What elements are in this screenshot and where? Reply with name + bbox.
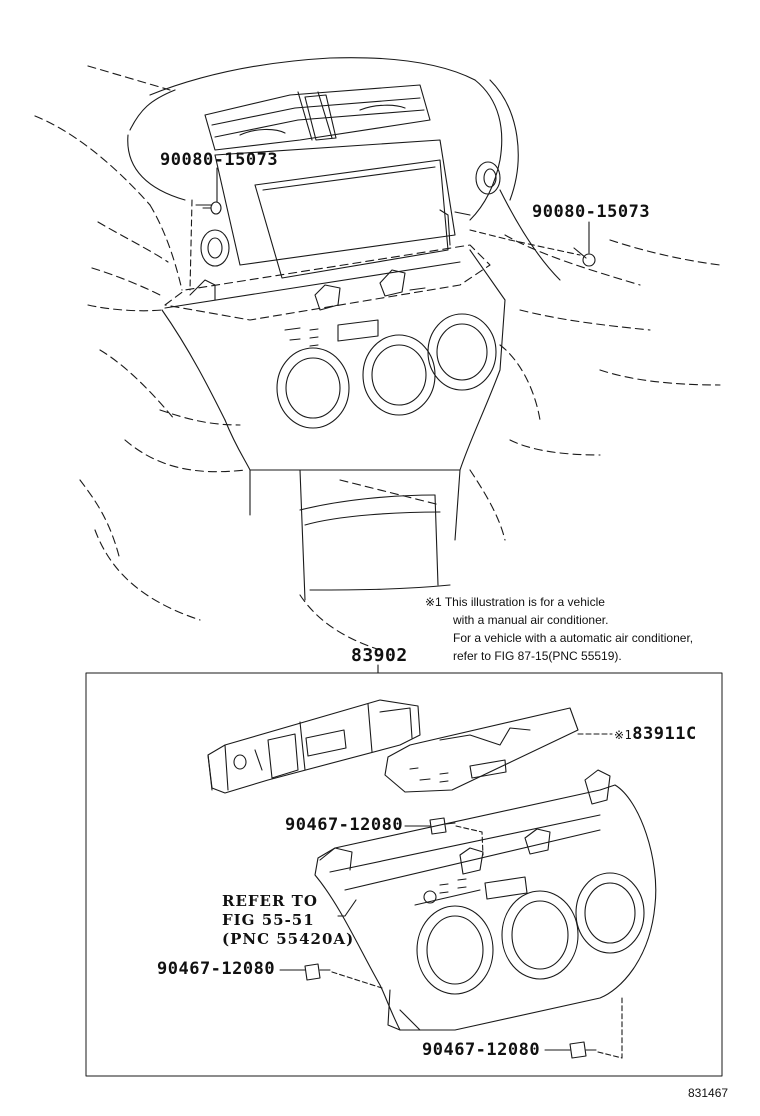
note-line-4: refer to FIG 87-15(PNC 55519). xyxy=(453,649,622,663)
panel-assembly-label: 83902 xyxy=(351,645,408,666)
face-plate-label: ※183911C xyxy=(614,724,697,744)
reference-line-2: FIG 55-51 xyxy=(222,911,315,929)
note-line-1: ※1 This illustration is for a vehicle xyxy=(425,595,605,609)
face-plate-part-number: 83911C xyxy=(632,724,697,744)
bolt-upper-right-label: 90080-15073 xyxy=(532,202,651,222)
face-plate-icon xyxy=(384,707,579,793)
plate-marker: ※1 xyxy=(614,728,633,742)
reference-line-1: REFER TO xyxy=(222,892,318,910)
clip-bottom-label: 90467-12080 xyxy=(422,1040,541,1060)
clip-left-icon xyxy=(304,963,331,981)
bolt-upper-left-icon xyxy=(195,201,222,215)
leader-reference xyxy=(337,899,357,917)
control-unit-icon xyxy=(207,699,421,794)
clip-left-label: 90467-12080 xyxy=(157,959,276,979)
note-line-3: For a vehicle with a automatic air condi… xyxy=(453,631,694,645)
dashboard-outline xyxy=(34,57,721,651)
reference-block: REFER TO FIG 55-51 (PNC 55420A) xyxy=(222,892,354,949)
reference-line-3: (PNC 55420A) xyxy=(222,930,355,948)
bolt-upper-left-label: 90080-15073 xyxy=(160,150,279,170)
bolt-upper-right-icon xyxy=(573,247,596,267)
clip-top-icon xyxy=(429,817,456,835)
clip-bottom-icon xyxy=(569,1041,597,1059)
note-line-2: with a manual air conditioner. xyxy=(453,613,609,627)
figure-number: 831467 xyxy=(688,1086,729,1100)
bezel-panel-icon xyxy=(314,769,657,1031)
assembly-box xyxy=(85,672,723,1077)
applicability-note: ※1 This illustration is for a vehicle wi… xyxy=(425,593,693,665)
clip-top-label: 90467-12080 xyxy=(285,815,404,835)
